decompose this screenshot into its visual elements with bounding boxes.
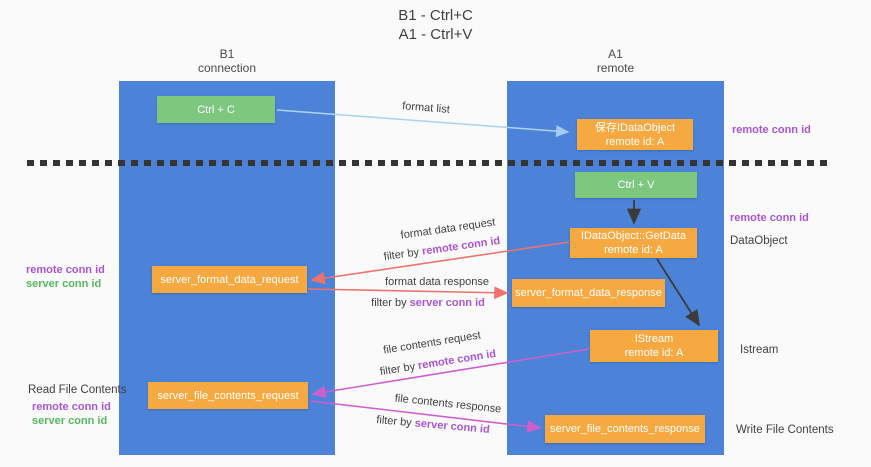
node-ctrl-v-label: Ctrl + V: [617, 179, 655, 191]
label-write-file-contents: Write File Contents: [736, 424, 834, 436]
label-dataobject: DataObject: [730, 235, 788, 247]
node-ctrl-c: Ctrl + C: [157, 96, 275, 123]
node-server-file-contents-response: server_file_contents_response: [545, 415, 705, 443]
node-save-idataobject-line2: remote id: A: [605, 135, 665, 148]
node-idataobject-getdata-line2: remote id: A: [604, 244, 663, 256]
label-format-data-response: format data response: [385, 276, 489, 288]
lane-b1-title: B1: [219, 47, 235, 61]
label-filter-by-server-1: filter by server conn id: [371, 297, 485, 309]
left-label-group-file: Read File Contents remote conn id server…: [28, 383, 126, 428]
node-server-format-data-response: server_format_data_response: [512, 279, 665, 307]
node-istream-line2: remote id: A: [624, 347, 684, 359]
filter-by-text-2: filter by: [371, 297, 407, 309]
label-file-contents-response: file contents response: [394, 392, 502, 416]
filter-value-server-1: server conn id: [409, 297, 485, 309]
node-server-file-contents-request-label: server_file_contents_request: [157, 389, 299, 402]
node-server-format-data-response-label: server_format_data_response: [515, 287, 662, 299]
filter-value-remote-1: remote conn id: [421, 234, 501, 258]
filter-value-remote-2: remote conn id: [417, 347, 497, 373]
lane-a1-title: A1: [608, 47, 623, 61]
filter-by-text-4: filter by: [375, 414, 413, 430]
node-server-format-data-request-label: server_format_data_request: [160, 273, 299, 286]
label-left-remote-conn-id-2: remote conn id: [32, 401, 111, 413]
filter-value-server-2: server conn id: [414, 417, 491, 436]
node-server-format-data-request: server_format_data_request: [152, 266, 307, 293]
node-idataobject-getdata-line1: IDataObject::GetData: [580, 230, 687, 242]
lane-header-a1: A1 remote: [507, 47, 724, 75]
title-line-2: A1 - Ctrl+V: [398, 26, 473, 43]
node-server-file-contents-response-label: server_file_contents_response: [550, 423, 700, 435]
label-remote-conn-id-mid: remote conn id: [730, 212, 809, 224]
arrow-format-data-response: [307, 286, 509, 300]
label-left-remote-conn-id-1: remote conn id: [26, 264, 105, 276]
diagram-title: B1 - Ctrl+C A1 - Ctrl+V: [0, 6, 871, 44]
label-left-server-conn-id-1: server conn id: [26, 278, 102, 290]
dashed-divider: [27, 160, 833, 166]
label-istream-side: Istream: [740, 344, 779, 356]
label-format-list: format list: [401, 100, 451, 116]
label-read-file-contents: Read File Contents: [28, 384, 127, 396]
node-idataobject-getdata: IDataObject::GetData remote id: A: [570, 228, 697, 258]
node-server-file-contents-request: server_file_contents_request: [148, 382, 308, 409]
node-save-idataobject-line1: 保存IDataObject: [594, 121, 676, 134]
filter-by-text-1: filter by: [383, 246, 420, 264]
node-istream-line1: IStream: [634, 333, 674, 345]
node-istream: IStream remote id: A: [590, 330, 718, 362]
label-left-server-conn-id-2: server conn id: [32, 415, 108, 427]
lane-b1-subtitle: connection: [197, 61, 257, 75]
node-save-idataobject: 保存IDataObject remote id: A: [577, 119, 693, 150]
left-label-group-format: remote conn id server conn id: [26, 263, 105, 291]
label-remote-conn-id-top: remote conn id: [732, 124, 811, 136]
node-ctrl-v: Ctrl + V: [575, 172, 697, 198]
filter-by-text-3: filter by: [379, 360, 417, 379]
title-line-1: B1 - Ctrl+C: [398, 7, 473, 24]
lane-a1-subtitle: remote: [596, 61, 635, 75]
label-filter-by-server-2: filter by server conn id: [376, 414, 490, 436]
lane-header-b1: B1 connection: [119, 47, 335, 75]
node-ctrl-c-label: Ctrl + C: [197, 103, 235, 116]
